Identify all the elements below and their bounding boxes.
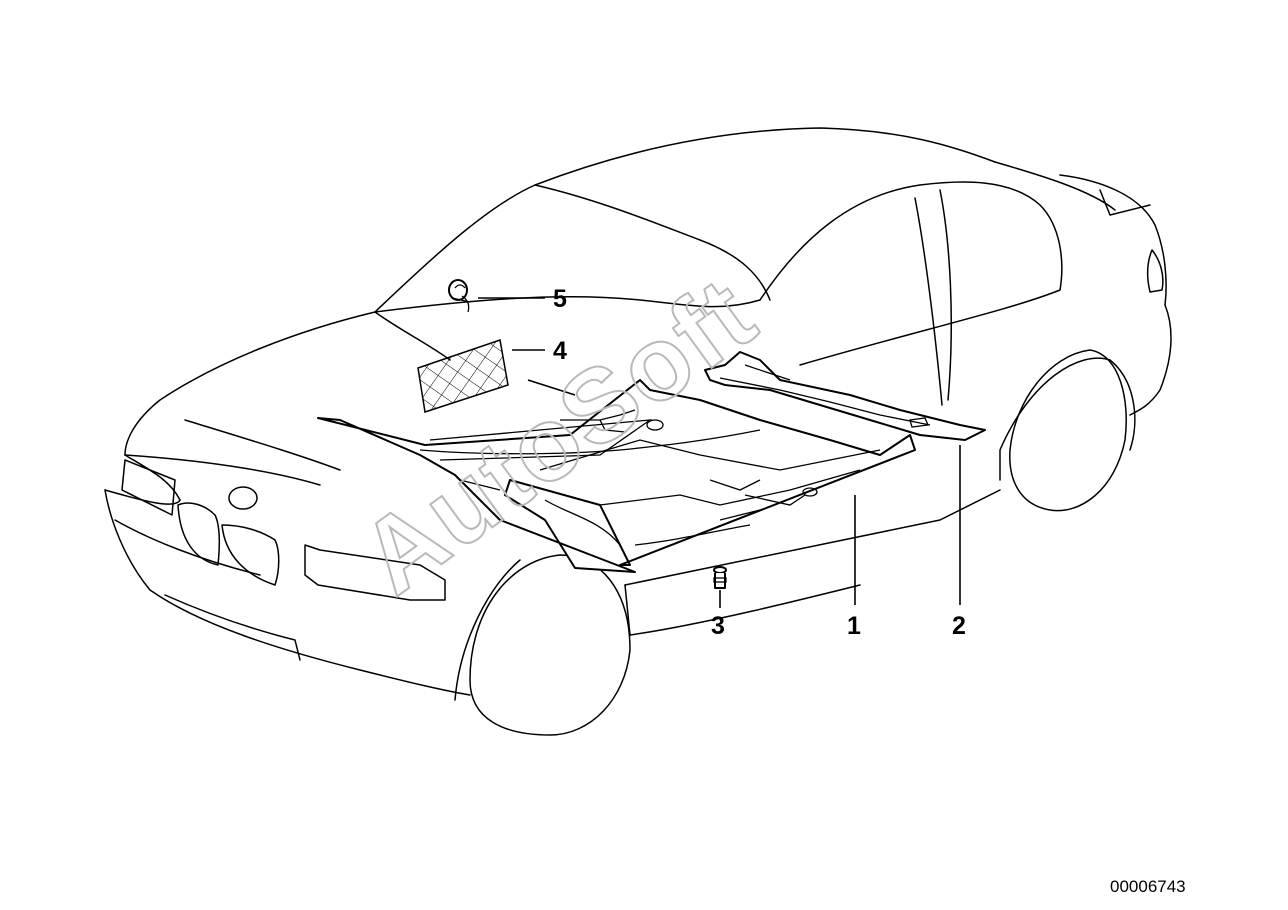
callout-5[interactable]: 5 — [553, 285, 567, 313]
part-4-insulation-pad — [417, 339, 545, 413]
diagram-id: 00006743 — [1110, 877, 1186, 896]
part-5-screw — [448, 279, 545, 313]
part-3-clip — [713, 566, 727, 608]
callout-4[interactable]: 4 — [553, 337, 567, 365]
part-1-floor-carpet — [317, 379, 916, 573]
car-body-outline — [104, 127, 1172, 736]
leader-line-pad — [527, 379, 576, 396]
callout-1[interactable]: 1 — [847, 612, 861, 640]
callout-2[interactable]: 2 — [952, 612, 966, 640]
callout-3[interactable]: 3 — [711, 612, 725, 640]
part-2-rear-strip — [704, 351, 986, 441]
